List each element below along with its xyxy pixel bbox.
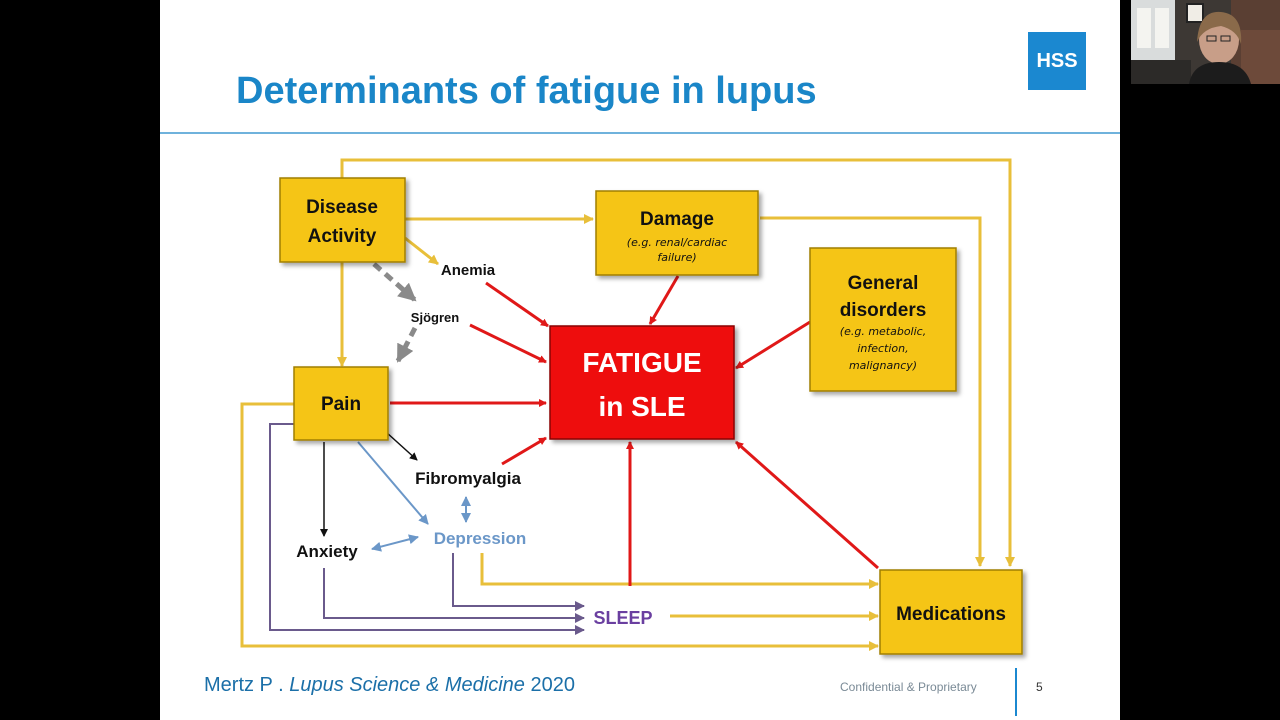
node-depression: Depression bbox=[434, 529, 527, 548]
citation-year: 2020 bbox=[524, 674, 575, 696]
slide: Determinants of fatigue in lupus HSS bbox=[160, 0, 1120, 720]
arrow-pain-to-fibromyalgia bbox=[385, 431, 418, 461]
red-connectors bbox=[390, 275, 879, 586]
box-damage: Damage (e.g. renal/cardiac failure) bbox=[595, 190, 759, 276]
hss-logo: HSS bbox=[1028, 32, 1086, 90]
arrow-anxiety-to-sleep bbox=[323, 568, 585, 623]
box-fatigue: FATIGUE in SLE bbox=[549, 325, 735, 440]
box-damage-note-line2: failure) bbox=[657, 251, 696, 264]
arrow-depression-to-medications bbox=[480, 553, 879, 589]
citation-journal: Lupus Science & Medicine bbox=[289, 674, 525, 696]
arrow-damage-to-fatigue bbox=[648, 275, 680, 325]
box-pain-label: Pain bbox=[321, 394, 361, 415]
arrow-depression-to-sleep bbox=[452, 553, 585, 611]
arrow-medications-to-fatigue bbox=[735, 440, 879, 570]
footer-citation: Mertz P . Lupus Science & Medicine 2020 bbox=[204, 674, 575, 697]
node-fibromyalgia: Fibromyalgia bbox=[415, 469, 521, 488]
footer-confidential: Confidential & Proprietary bbox=[840, 680, 977, 694]
box-disease-activity-line2: Activity bbox=[308, 226, 377, 247]
arrow-pain-to-sleep bbox=[269, 423, 585, 635]
arrow-pain-to-depression bbox=[357, 441, 429, 525]
arrow-sjogren-to-pain bbox=[395, 326, 418, 363]
node-anxiety: Anxiety bbox=[296, 542, 358, 561]
box-pain: Pain bbox=[293, 366, 389, 441]
arrow-anemia-to-fatigue bbox=[485, 281, 549, 328]
arrow-general-disorders-to-fatigue bbox=[735, 320, 811, 370]
node-sjogren: Sjögren bbox=[411, 310, 459, 325]
citation-author: Mertz P . bbox=[204, 674, 290, 696]
box-general-disorders: General disorders (e.g. metabolic, infec… bbox=[809, 247, 957, 392]
fatigue-diagram: Disease Activity Damage (e.g. renal/card… bbox=[240, 158, 1023, 655]
box-general-disorders-note-line3: malignancy) bbox=[849, 359, 917, 372]
box-medications: Medications bbox=[879, 569, 1023, 655]
yellow-connectors bbox=[240, 158, 1015, 651]
arrow-disease-activity-to-medications bbox=[340, 158, 1015, 567]
purple-connectors bbox=[269, 423, 585, 635]
arrow-damage-to-medications bbox=[760, 216, 985, 567]
node-sleep: SLEEP bbox=[593, 608, 652, 628]
presenter-webcam bbox=[1131, 0, 1280, 84]
arrow-pain-to-medications bbox=[240, 402, 879, 651]
box-general-disorders-line1: General bbox=[848, 273, 919, 294]
title-divider bbox=[160, 132, 1120, 134]
arrow-sjogren-to-fatigue bbox=[469, 323, 547, 364]
arrow-anxiety-depression bbox=[371, 534, 419, 552]
slide-title: Determinants of fatigue in lupus bbox=[236, 70, 817, 112]
gray-connectors bbox=[372, 262, 418, 363]
box-general-disorders-line2: disorders bbox=[840, 300, 927, 321]
node-anemia: Anemia bbox=[441, 262, 496, 279]
arrow-fibromyalgia-to-fatigue bbox=[501, 436, 547, 466]
footer-divider bbox=[1015, 668, 1017, 716]
box-fatigue-line1: FATIGUE bbox=[582, 347, 701, 378]
arrow-disease-activity-to-anemia bbox=[404, 236, 439, 266]
box-general-disorders-note-line1: (e.g. metabolic, bbox=[840, 325, 926, 338]
box-medications-label: Medications bbox=[896, 604, 1006, 625]
presenter-webcam-image bbox=[1131, 0, 1280, 84]
page-number: 5 bbox=[1036, 680, 1043, 694]
arrow-disease-activity-to-sjogren bbox=[372, 262, 417, 302]
box-disease-activity-line1: Disease bbox=[306, 197, 378, 218]
box-damage-label: Damage bbox=[640, 209, 714, 230]
box-general-disorders-note-line2: infection, bbox=[857, 342, 908, 355]
thin-connectors bbox=[320, 431, 471, 552]
box-damage-note-line1: (e.g. renal/cardiac bbox=[627, 236, 727, 249]
box-disease-activity: Disease Activity bbox=[279, 177, 406, 263]
box-fatigue-line2: in SLE bbox=[598, 391, 685, 422]
